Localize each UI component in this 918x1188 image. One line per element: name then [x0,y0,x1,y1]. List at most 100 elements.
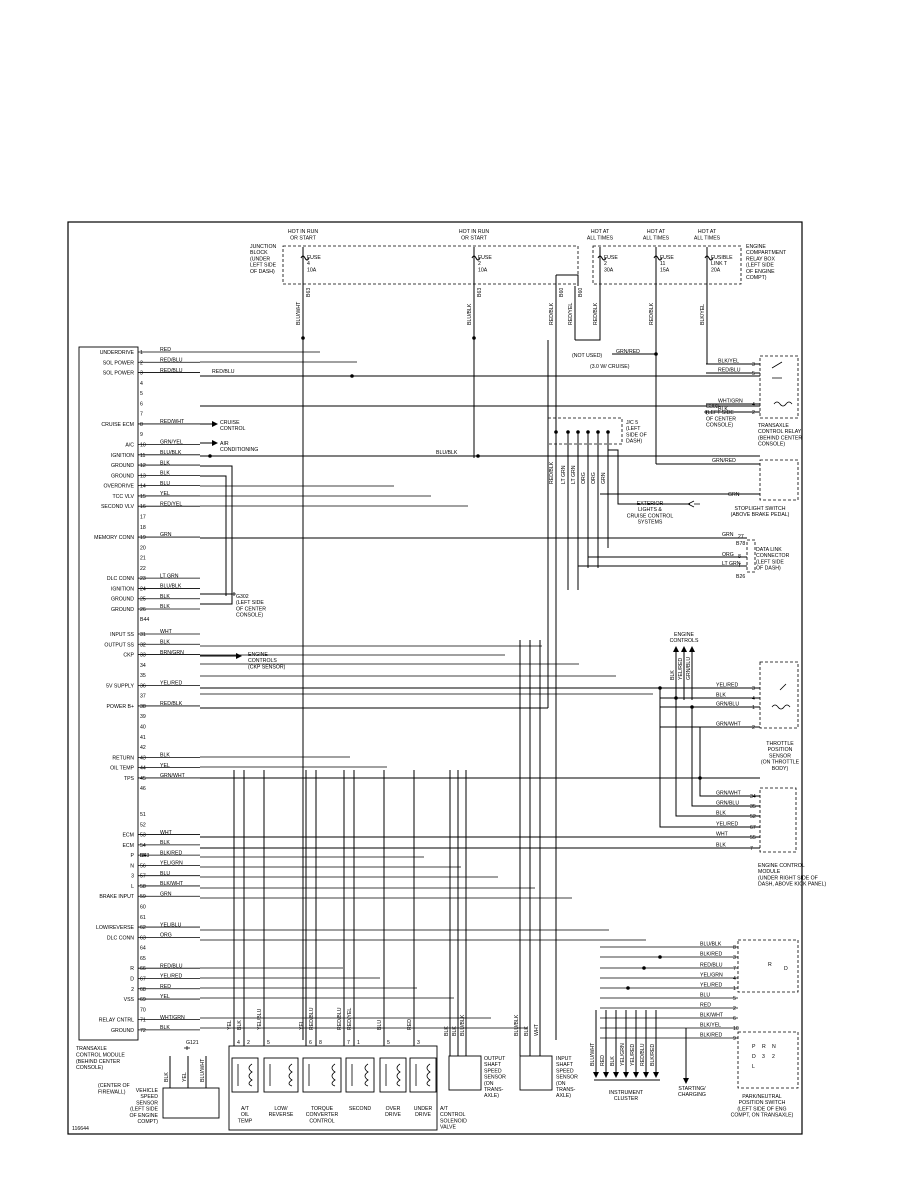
tcm-pin-number: 46 [140,786,146,792]
air-conditioning-label-line: CONDITIONING [220,447,258,453]
tcm-pin-name: GROUND [111,607,134,613]
arrow-up-icon [673,646,679,652]
tcm-wire-color: ORG [160,933,172,939]
tcm-pin-name: IGNITION [111,586,134,592]
park-neutral-switch-top [737,939,799,993]
tcm-wire-color: BLK [160,460,170,466]
ec-wire-color: GRN/BLU [686,657,692,680]
tcm-label-line: CONTROL MODULE [76,1052,125,1058]
tcm-pin-number: 19 [140,535,146,541]
tcm-wire-color: RED/BLU [160,368,183,374]
fuse-label-line: 4 [307,261,310,267]
fuse-label-line: 10A [307,267,317,273]
valve-pin: 8 [319,1040,322,1046]
oss-label-line: SHAFT [484,1062,502,1068]
oss-wire-color: BLK [452,1026,458,1036]
power-source-label-line: ALL TIMES [587,235,614,241]
tcm-pin-number: 44 [140,766,146,772]
valve-wire-color: YEL [227,1020,233,1030]
ecm-pin: 34 [750,794,756,800]
vss-wire-color: YEL [182,1072,188,1082]
splice [698,776,702,780]
tcm-pin-number: 58 [140,884,146,890]
stoplight-switch [759,459,799,501]
engine-controls-ckp-label-line: (CKP SENSOR) [248,664,286,670]
tcm-pin-name: GROUND [111,473,134,479]
prnd-position: N [772,1044,776,1050]
top-wire-color: BLK/YEL [700,304,706,325]
tcm-pin-number: 41 [140,735,146,741]
valve-pin: 6 [309,1040,312,1046]
tcm-wire-color: BLK [160,1025,170,1031]
arrow-icon [212,421,218,427]
junction-block-label-line: (UNDER [250,256,270,262]
oss-label-line: OUTPUT [484,1056,506,1062]
iss-label-line: (ON [556,1081,566,1087]
jc5-wire-color: LT GRN [571,465,577,484]
wire-gnd-2 [200,475,227,596]
stoplight-label-line: STOPLIGHT SWITCH [734,506,785,512]
prnd-pin: 7 [733,966,736,972]
tcm-pin-name: GROUND [111,597,134,603]
tcm-label-line: TRANSAXLE [76,1046,107,1052]
tcm-pin-number: 54 [140,843,146,849]
tcm-pin-name: LOW/REVERSE [96,925,135,931]
tcm-wire-color: YEL [160,491,170,497]
prnd-wire-color: YEL/GRN [700,973,723,979]
tcm-wire-color: YEL/RED [160,681,182,687]
valve-pin: 5 [267,1040,270,1046]
tcm-pin-name: A/C [125,443,134,449]
tcm-pin-number: 7 [140,412,143,418]
relay-label-line: CONSOLE) [758,442,785,448]
splice [658,955,662,959]
tcm-pin-number: 20 [140,545,146,551]
exterior-lights-label-line: EXTERIOR [637,501,664,507]
ec-wire-color: YEL/RED [678,658,684,680]
junction-block-label-line: BLOCK [250,250,268,256]
prnd-position: D [752,1054,756,1060]
instrument-wire-color: YEL/GRN [620,1043,626,1066]
tcm-pin-number: 2 [140,360,143,366]
tcm-wire-color: WHT [160,629,173,635]
g302-label-line: G302 [236,594,249,600]
wire-gnd-4 [200,596,233,605]
tcm-wire-color: GRN/YEL [160,440,183,446]
solenoid-valve-body [228,1045,438,1131]
connector-b42: B42 [140,0,149,2]
tcm-pin-name: 3 [131,874,134,880]
tps-wire-color: YEL/RED [716,683,738,689]
relay-pin: 3 [752,362,755,368]
tcm-pin-number: 51 [140,812,146,818]
arrow-down-icon [613,1072,619,1078]
tcm-pin-number: 12 [140,463,146,469]
tcm-pin-number: 69 [140,997,146,1003]
ecm-pin: 55 [750,835,756,841]
solenoid-label-line: REVERSE [269,1112,294,1118]
g302-right-label-line: (LEFT SIDE [706,410,734,416]
oss-label-line: (ON [484,1081,494,1087]
g302-right-label-line: OF CENTER [706,416,736,422]
stoplight-label-text: STOPLIGHT SWITCH(ABOVE BRAKE PEDAL) [731,506,790,518]
dlc-pin: 27 [738,534,744,540]
tcm-pin-name: SOL POWER [103,360,134,366]
dlc-wire-color: GRN [722,532,734,538]
tcm-pin-name: RETURN [112,755,134,761]
ecm-wire-color: BLK [716,843,726,849]
tcm-pin-number: 55 [140,853,146,859]
tcm-pin-number: 23 [140,576,146,582]
tcm-pin-name: 5V SUPPLY [106,683,134,689]
wire-grn-blu-ecm [691,707,760,807]
prnd-pin: 9 [733,1036,736,1042]
solenoid-coil-icon [237,1063,253,1087]
valve-body-label-line: A/T [440,1106,449,1112]
tcm-wire-color: YEL/BLU [160,922,182,928]
